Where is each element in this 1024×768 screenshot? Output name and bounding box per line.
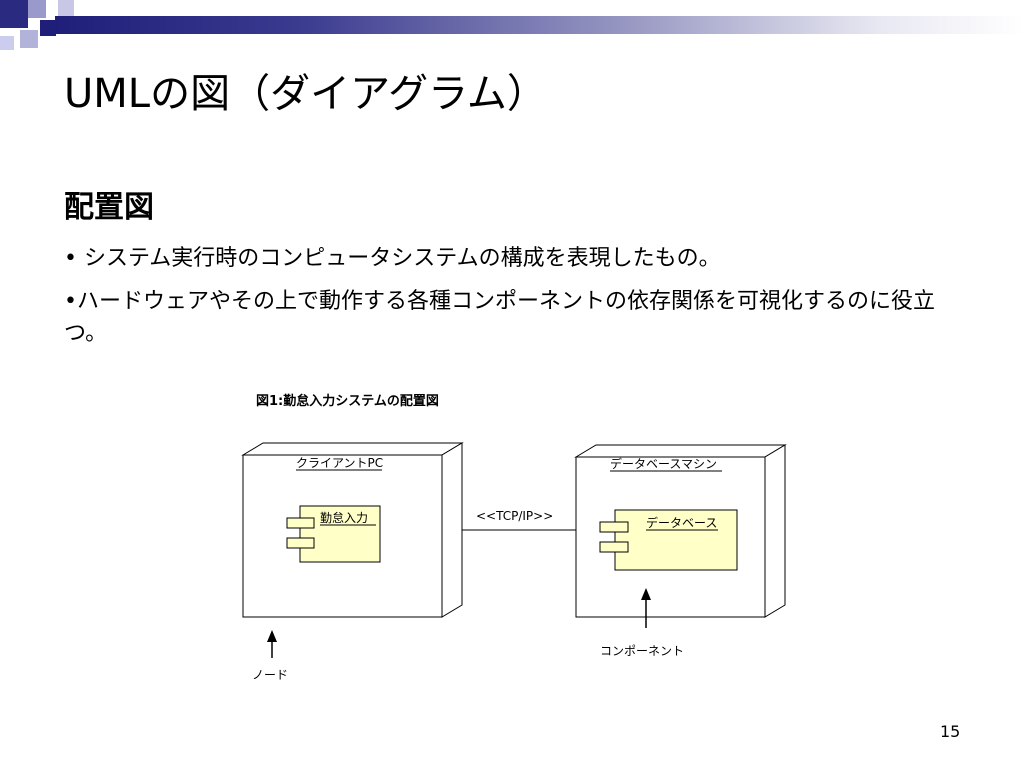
header-square-light-2 [20,30,38,48]
arrow-to-node [267,630,277,658]
figure-caption: 図1:勤怠入力システムの配置図 [256,394,439,409]
connection-label: <<TCP/IP>> [476,509,553,523]
slide-subtitle: 配置図 [64,190,154,225]
annotation-component: コンポーネント [600,644,684,658]
node-client-label: クライアントPC [296,456,383,470]
arrow-to-component [641,588,651,628]
header-square-light-1 [28,0,46,18]
header-gradient-band [55,16,1024,34]
header-square-dark-2 [40,20,56,36]
header-square-dark-1 [0,0,28,28]
component-kintai-label: 勤怠入力 [320,511,368,525]
bullet-item-1: • システム実行時のコンピュータシステムの構成を表現したもの。 [64,246,721,271]
bullet-item-2: •ハードウェアやその上で動作する各種コンポーネントの依存関係を可視化するのに役立… [64,289,935,346]
header-square-light-3 [0,36,14,50]
page-number: 15 [940,722,961,741]
slide-title: UMLの図（ダイアグラム） [64,71,547,117]
header-square-light-4 [58,0,74,16]
component-database: データベース [599,509,738,571]
annotation-node: ノード [252,668,288,682]
node-database-label: データベースマシン [610,456,717,471]
deployment-diagram: クライアントPC 勤怠入力 <<TCP/IP>> データベースマシン データベ [241,442,787,682]
component-kintai: 勤怠入力 [286,505,381,563]
component-database-label: データベース [646,515,717,530]
